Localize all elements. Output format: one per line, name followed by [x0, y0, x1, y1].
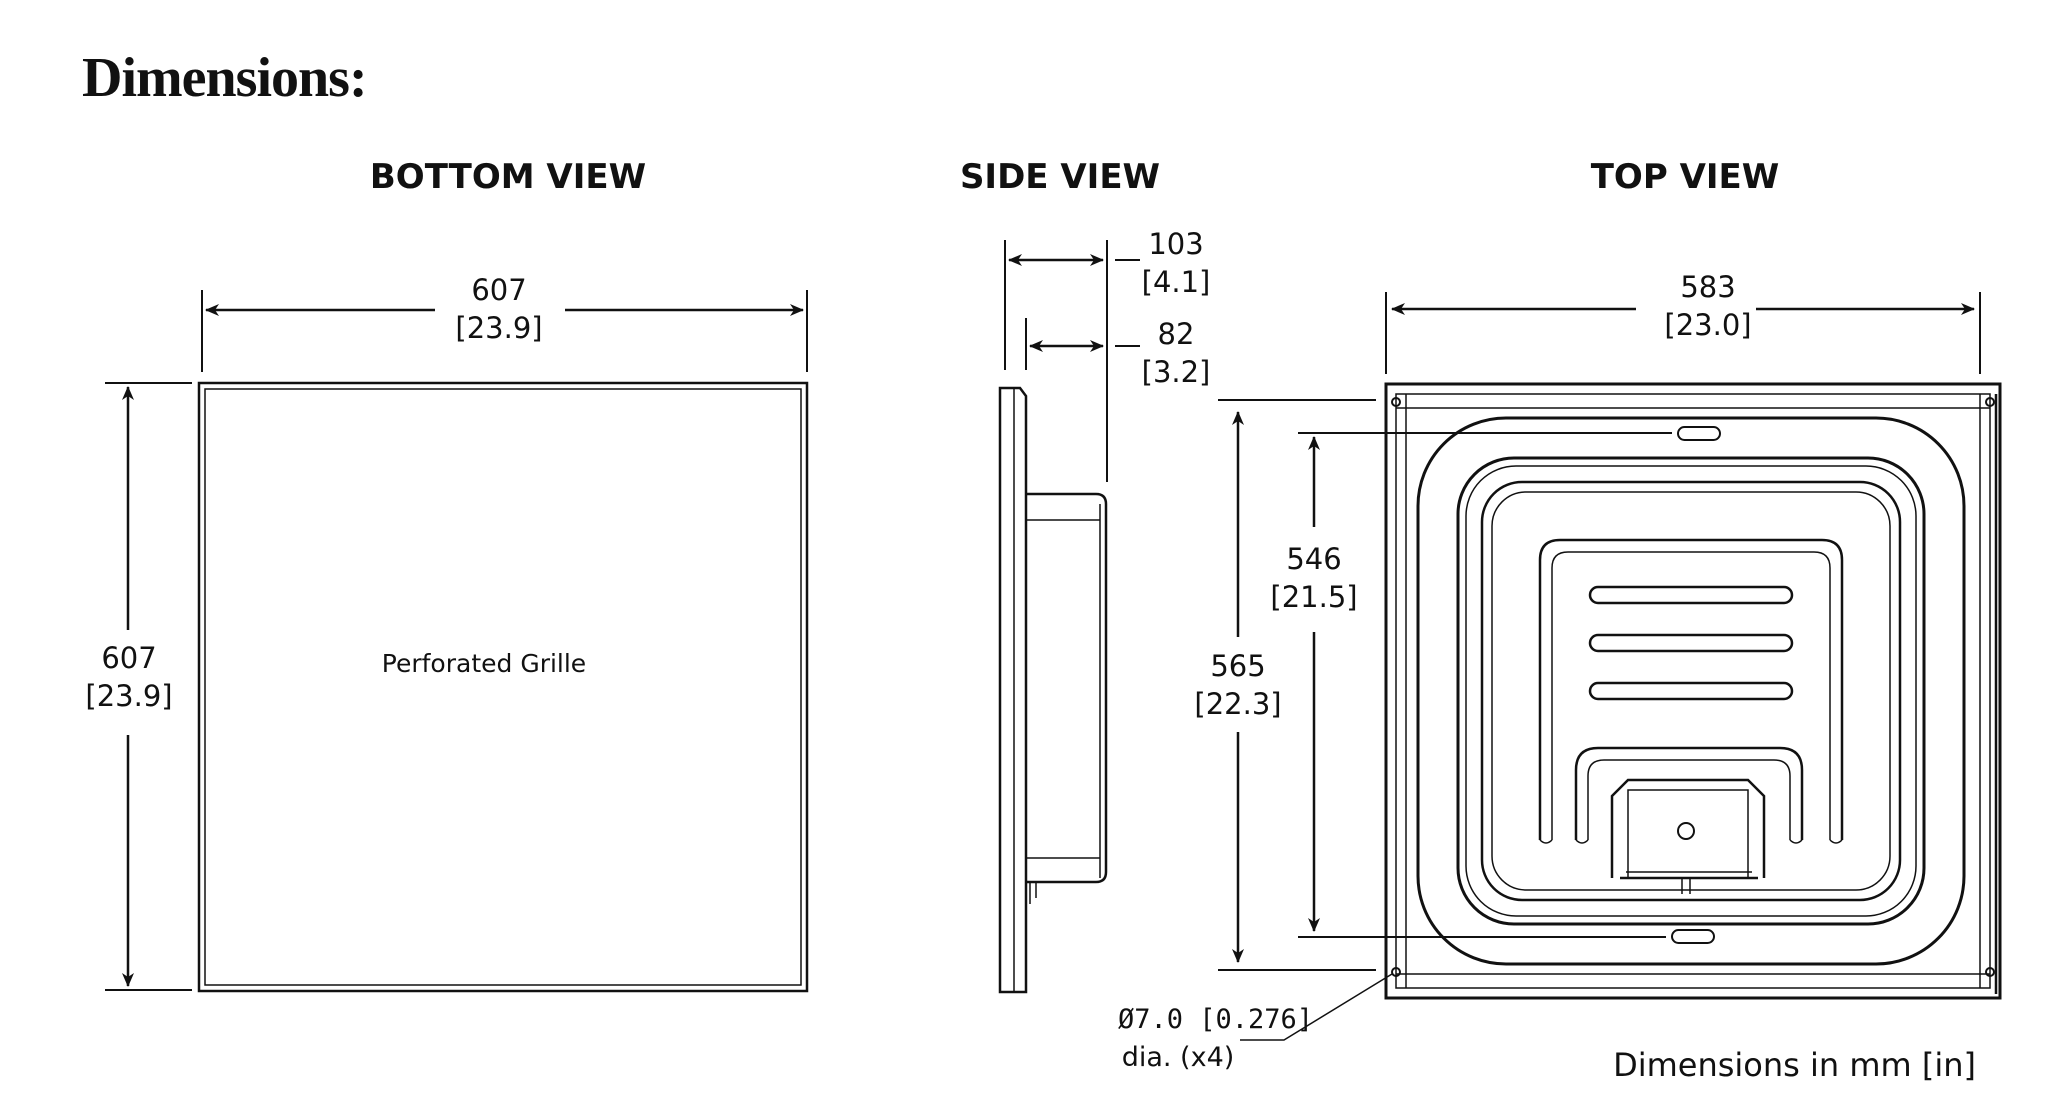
top-width-in: [23.0] [1664, 308, 1751, 342]
vent-slot-3 [1588, 681, 1794, 701]
bottom-height-mm: 607 [101, 641, 156, 675]
top-slot-hole [1677, 426, 1721, 441]
top-hole-spacing-in: [21.5] [1270, 580, 1357, 614]
page-title: Dimensions: [82, 47, 367, 109]
bottom-height-in: [23.9] [85, 679, 172, 713]
top-width-mm: 583 [1680, 270, 1735, 304]
top-view-dimensions [1218, 292, 1981, 1041]
mounting-hole-top-right [1985, 397, 1995, 407]
vent-slot-2 [1588, 633, 1794, 653]
lower-rib-outer [1574, 746, 1804, 840]
bottom-view-title: BOTTOM VIEW [370, 157, 646, 197]
side-body [1026, 492, 1108, 884]
bottom-width-mm: 607 [471, 273, 526, 307]
vent-slot-1 [1588, 585, 1794, 605]
bottom-slot-hole [1671, 929, 1715, 944]
side-flange [998, 386, 1028, 994]
bottom-view [105, 290, 809, 993]
center-box [1610, 778, 1766, 878]
housing-outer [1416, 416, 1966, 966]
top-hole-spacing-mm: 546 [1286, 542, 1341, 576]
mounting-hole-bottom-left [1391, 967, 1401, 977]
side-view [998, 240, 1140, 994]
bottom-panel-outer [197, 381, 809, 993]
units-note: Dimensions in mm [in] [1613, 1046, 1976, 1084]
housing-inner [1456, 456, 1926, 926]
top-outer-mm: 565 [1210, 649, 1265, 683]
top-frame-outer [1384, 382, 2002, 1000]
side-depth-total-mm: 103 [1148, 227, 1203, 261]
side-depth-body-mm: 82 [1158, 317, 1195, 351]
hole-note-count: dia. (x4) [1122, 1042, 1235, 1073]
mounting-hole-bottom-right [1985, 967, 1995, 977]
side-view-title: SIDE VIEW [960, 157, 1160, 197]
perforated-grille-label: Perforated Grille [382, 649, 586, 678]
bottom-panel-inner [204, 388, 802, 986]
bottom-width-in: [23.9] [455, 311, 542, 345]
hole-note-size: Ø7.0 [0.276] [1118, 1004, 1313, 1035]
side-depth-body-in: [3.2] [1142, 355, 1211, 389]
hole-leader-line [1240, 973, 1393, 1041]
center-hole [1677, 822, 1695, 840]
inner-rib-outer [1538, 538, 1844, 840]
mounting-hole-top-left [1391, 397, 1401, 407]
top-view [1384, 382, 2002, 1000]
top-outer-in: [22.3] [1194, 687, 1281, 721]
top-view-title: TOP VIEW [1591, 157, 1780, 197]
side-depth-total-in: [4.1] [1142, 265, 1211, 299]
